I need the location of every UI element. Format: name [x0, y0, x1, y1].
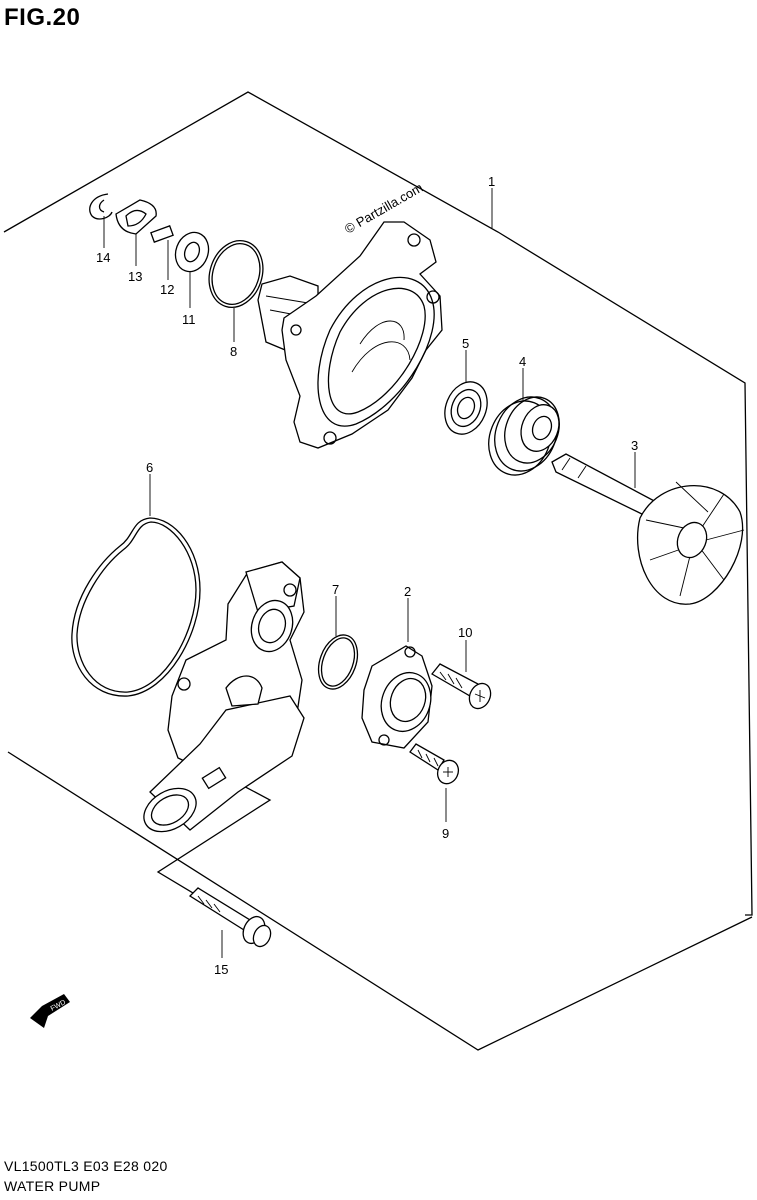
part-9-screw	[409, 743, 460, 785]
part-1-pump-case	[257, 221, 443, 449]
fwd-arrow-icon: FWD	[30, 994, 70, 1028]
ref-label-10: 10	[458, 625, 472, 640]
part-15-flange-bolt	[188, 887, 272, 948]
ref-label-2: 2	[404, 584, 411, 599]
ref-label-7: 7	[332, 582, 339, 597]
ref-label-5: 5	[462, 336, 469, 351]
part-3-impeller-shaft	[551, 453, 745, 605]
ref-label-6: 6	[146, 460, 153, 475]
part-2-inlet-fitting	[361, 645, 433, 749]
model-code: VL1500TL3 E03 E28 020	[4, 1158, 168, 1174]
ref-label-15: 15	[214, 962, 228, 977]
leader-lines	[103, 188, 636, 958]
ref-label-14: 14	[96, 250, 110, 265]
part-10-bolt	[431, 663, 492, 710]
ref-label-13: 13	[128, 269, 142, 284]
part-12-pin	[150, 225, 174, 243]
sub-boundary-bolt-15	[156, 781, 272, 909]
part-13-plate	[115, 199, 157, 235]
ref-label-1: 1	[488, 174, 495, 189]
part-5-oil-seal	[444, 381, 488, 435]
ref-label-8: 8	[230, 344, 237, 359]
ref-label-9: 9	[442, 826, 449, 841]
figure-title: FIG.20	[4, 4, 81, 31]
part-8-o-ring	[208, 240, 264, 308]
section-name: WATER PUMP	[4, 1178, 101, 1194]
ref-label-3: 3	[631, 438, 638, 453]
part-6-gasket	[71, 517, 201, 697]
assembly-boundary-upper	[3, 91, 753, 916]
assembly-boundary-lower	[7, 751, 753, 1051]
part-11-washer	[174, 231, 210, 273]
part-14-circlip	[89, 193, 113, 220]
ref-label-4: 4	[519, 354, 526, 369]
water-pump-cover	[143, 561, 305, 833]
ref-label-12: 12	[160, 282, 174, 297]
part-4-mechanical-seal	[488, 396, 560, 476]
part-7-o-ring	[317, 634, 359, 690]
ref-label-11: 11	[182, 312, 196, 327]
